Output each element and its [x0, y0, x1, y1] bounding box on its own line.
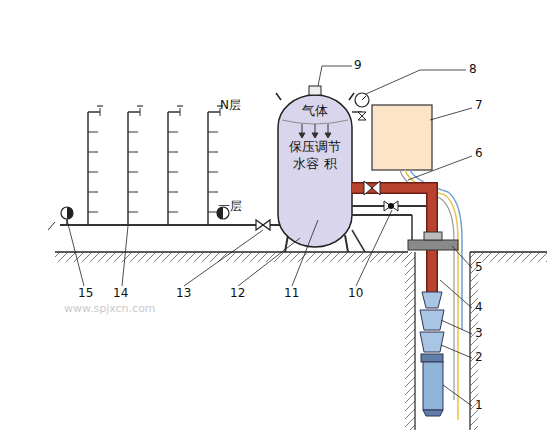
callout-number: 11	[284, 287, 299, 300]
callout-number: 12	[230, 287, 245, 300]
callout-number: 15	[78, 287, 93, 300]
callout-number: 10	[348, 287, 363, 300]
pressure-tank: 气体保压调节 水容 积	[280, 103, 350, 173]
tank-label: 保压调节 水容 积	[287, 139, 343, 173]
floor-label: N层	[220, 99, 241, 112]
watermark: www.spjxcn.com	[64, 303, 156, 315]
callout-number: 2	[475, 351, 483, 364]
callout-number: 4	[475, 301, 483, 314]
callout-number: 7	[475, 99, 483, 112]
floor-label: 一层	[218, 200, 242, 213]
callout-number: 14	[113, 287, 128, 300]
callout-number: 8	[469, 63, 477, 76]
gas-label: 气体	[280, 103, 350, 120]
callout-number: 9	[354, 59, 362, 72]
callout-number: 13	[176, 287, 191, 300]
callout-number: 1	[475, 399, 483, 412]
callout-number: 3	[475, 327, 483, 340]
callout-number: 6	[475, 147, 483, 160]
callout-number: 5	[475, 261, 483, 274]
